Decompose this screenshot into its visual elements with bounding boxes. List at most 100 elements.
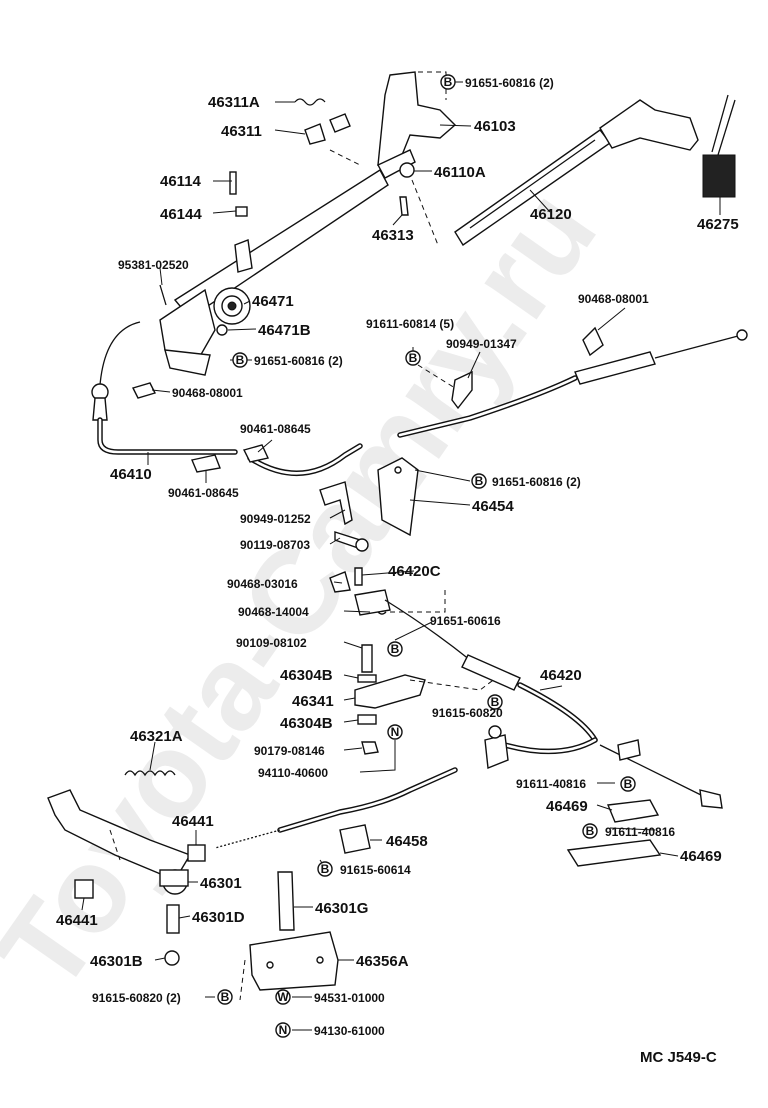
label-46454: 46454 (472, 498, 514, 515)
svg-text:B: B (624, 777, 633, 791)
label-46458: 46458 (386, 833, 428, 850)
clip-90468-08001-b (582, 326, 604, 357)
label-46420: 46420 (540, 667, 582, 684)
lever-bracket-46103 (377, 71, 457, 179)
clip-90468-03016 (329, 571, 351, 593)
label-90461-08645-b: 90461-08645 (168, 486, 239, 500)
label-46301: 46301 (200, 875, 242, 892)
nut-90179 (361, 741, 379, 755)
label-46110A: 46110A (434, 164, 486, 181)
label-90949-01252: 90949-01252 (240, 512, 311, 526)
dash-91611-60814 (417, 364, 456, 389)
symbol-b-91615-60820-2: B (217, 989, 233, 1005)
bolt-46313 (399, 196, 409, 216)
bracket-46454 (377, 457, 419, 537)
label-46410: 46410 (110, 466, 152, 483)
svg-text:B: B (321, 862, 330, 876)
label-46301D: 46301D (192, 909, 245, 926)
label-90949-01347: 90949-01347 (446, 337, 517, 351)
symbol-n-94130: N (275, 1022, 291, 1038)
svg-text:B: B (409, 351, 418, 365)
symbol-b-91651-b: B (471, 473, 487, 489)
svg-text:B: B (586, 824, 595, 838)
label-46321A: 46321A (130, 728, 183, 745)
symbol-b-91615-60614: B (317, 861, 333, 877)
label-46441-a: 46441 (172, 813, 214, 830)
bracket-90949-01252 (319, 481, 353, 526)
svg-text:B: B (491, 695, 500, 709)
label-94110-40600: 94110-40600 (258, 766, 328, 780)
label-46471: 46471 (252, 293, 294, 310)
label-94130-61000: 94130-61000 (314, 1024, 385, 1038)
cable-end-46420 (354, 589, 391, 616)
symbol-b-91611-60814: B (405, 350, 421, 366)
label-46301B: 46301B (90, 953, 143, 970)
diagram-code: MC J549-C (640, 1049, 717, 1066)
pin-46301D (166, 904, 180, 934)
label-91611-40816-a: 91611-40816 (516, 777, 586, 791)
nut-46110A (399, 162, 415, 178)
clip-90461-08645-b (191, 454, 221, 473)
clip-90468-08001-a (131, 382, 157, 399)
label-91651-60816-a: 91651-60816 (2) (254, 354, 343, 368)
label-46114: 46114 (160, 173, 202, 190)
label-46311A: 46311A (208, 94, 260, 111)
front-cable-46410 (91, 321, 748, 476)
rear-cable-46420 (384, 599, 723, 809)
label-46144: 46144 (160, 206, 202, 223)
symbol-b-91651-60616: B (387, 641, 403, 657)
bracket-91611-40816 (617, 739, 641, 761)
label-90468-08001-a: 90468-08001 (172, 386, 243, 400)
dash-46110A (411, 179, 439, 246)
label-46469-b: 46469 (680, 848, 722, 865)
symbol-b-91651-a: B (232, 352, 248, 368)
label-91615-60820: 91615-60820 (432, 706, 503, 720)
label-46471B: 46471B (258, 322, 311, 339)
symbol-b-91611-40816-a: B (620, 776, 636, 792)
threaded-end (214, 829, 281, 849)
lever-handle-46120 (454, 99, 699, 246)
symbol-w-94531: W (275, 989, 291, 1005)
bushing-46441-b (74, 879, 94, 899)
symbol-b-91615-60820: B (487, 694, 503, 710)
label-tag-46275 (702, 94, 736, 198)
dash-top-bracket (418, 71, 447, 100)
label-90179-08146: 90179-08146 (254, 744, 325, 758)
dash-equalizer (390, 590, 446, 613)
support-bracket-46356A (249, 871, 339, 991)
label-90461-08645-a: 90461-08645 (240, 422, 311, 436)
svg-text:B: B (475, 474, 484, 488)
label-46304B-b: 46304B (280, 715, 333, 732)
label-46120: 46120 (530, 206, 572, 223)
equalizer-46341 (354, 674, 426, 709)
clip-46469-b (566, 839, 662, 867)
pulley-46471 (213, 287, 251, 325)
dash-46356A (239, 959, 246, 1001)
intermediate-lever-46301 (47, 789, 192, 895)
bolt-90119-head (355, 538, 369, 552)
label-94531-01000: 94531-01000 (314, 991, 385, 1005)
svg-text:B: B (236, 353, 245, 367)
nut-46301B (164, 950, 180, 966)
svg-text:B: B (221, 990, 230, 1004)
label-91651-60816-top: 91651-60816 (2) (465, 76, 554, 90)
symbol-n-94110: N (387, 724, 403, 740)
svg-text:W: W (277, 990, 289, 1004)
label-46469-a: 46469 (546, 798, 588, 815)
symbol-b-91611-40816-b: B (582, 823, 598, 839)
rivet-95381 (159, 284, 167, 306)
label-46103: 46103 (474, 118, 516, 135)
label-91651-60816-b: 91651-60816 (2) (492, 475, 581, 489)
dash-46311 (329, 149, 361, 166)
pin-46471B (216, 324, 228, 336)
bracket-46454-hole (394, 466, 402, 474)
spring-46321A (124, 770, 176, 777)
label-46420C: 46420C (388, 563, 441, 580)
guide-46458 (339, 824, 371, 854)
leader-lines (81, 81, 721, 1031)
clip-46311-b (329, 113, 351, 133)
spring-clip-46311A (294, 98, 326, 106)
label-46301G: 46301G (315, 900, 368, 917)
svg-text:B: B (444, 75, 453, 89)
label-90119-08703: 90119-08703 (240, 538, 310, 552)
